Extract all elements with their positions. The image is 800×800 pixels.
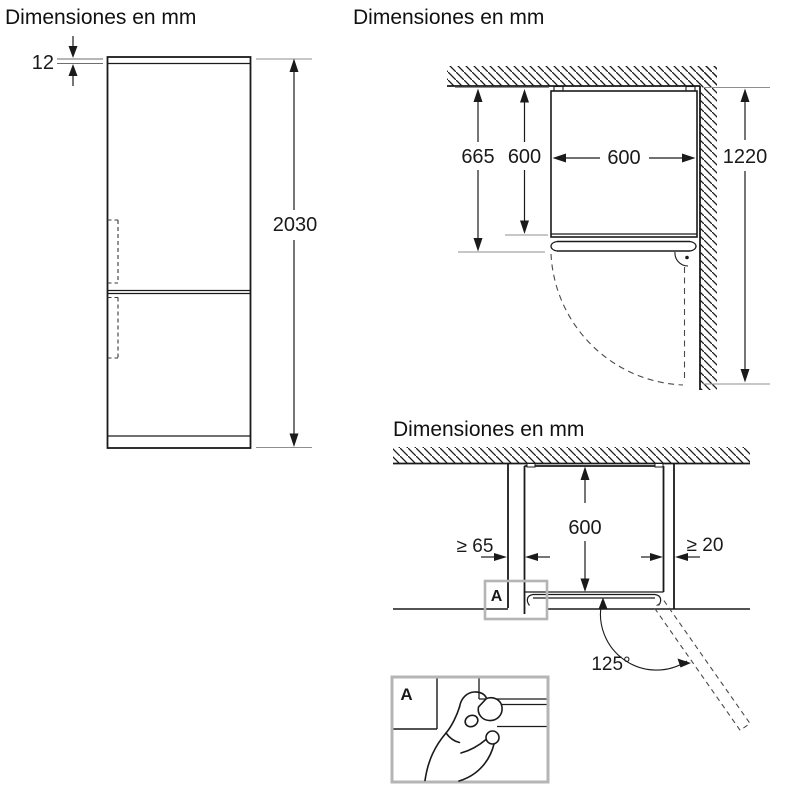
front-view-title: Dimensiones en mm [5,6,197,29]
wall-spacer [654,463,664,468]
left-clearance-label: ≥ 65 [457,536,494,557]
arrow-up-icon [289,58,299,72]
hinge-pivot-dot [685,255,689,260]
door-swing-arc [550,253,686,386]
top-view-diagram: 665 600 600 [447,66,770,390]
right-clearance-dimension: ≥ 20 [641,535,723,561]
arrow-up-icon [473,88,483,102]
right-clearance-label: ≥ 20 [687,535,724,556]
front-height-dimension: 2030 [256,58,318,449]
arrow-up-icon [68,64,78,76]
open-door-dashed [653,599,751,732]
arrow-right-icon [677,658,691,668]
fridge-front-outline [106,56,252,449]
niche-depth-label: 600 [568,517,601,539]
arrow-up-icon [740,88,750,102]
arrow-right-icon [650,553,663,561]
niche-view-title: Dimensiones en mm [393,418,585,441]
door-angle-label: 125° [591,654,630,675]
arrow-left-icon [552,153,566,163]
hinge-pin [485,730,500,745]
arrow-down-icon [520,220,529,234]
depth-with-door-dimension: 665 [461,88,495,252]
rear-wall-hatch [447,66,717,86]
hand-illustration [424,691,503,782]
fridge-top-outline [550,90,698,267]
side-wall-hatch [700,66,717,390]
detail-a-box: A [390,675,550,784]
hinge-cover [477,696,503,722]
depth-with-door-label: 665 [461,146,494,168]
detail-marker-label: A [491,588,503,605]
niche-view-diagram: 600 ≥ 65 ≥ 20 A [393,447,751,732]
arrow-down-icon [289,433,299,447]
arrow-down-icon [580,578,590,592]
side-wall-depth-dimension: 1220 [723,88,768,383]
arrow-up-icon [520,89,529,103]
wall-spacer [526,463,536,468]
width-dimension: 600 [552,147,696,169]
arrow-down-icon [68,46,78,58]
hinge-arc [674,251,689,267]
front-top-thickness-label: 12 [32,52,54,74]
front-top-thickness-dimension: 12 [32,36,103,86]
door-opening-angle: 125° [591,597,751,732]
arrow-left-icon [675,553,688,561]
detail-a-marker-box: A [483,579,549,621]
door-hinge-dashed-marks [107,219,119,359]
arrow-down-icon [740,369,750,383]
front-view-diagram: 12 [32,36,318,449]
arrow-left-icon [525,553,538,561]
arrow-up-icon [598,597,608,609]
detail-box-marker-label: A [400,685,412,704]
depth-body-dimension: 600 [508,89,541,234]
arrow-down-icon [473,238,483,252]
niche-depth-dimension: 600 [568,466,602,592]
niche-wall-hatch [393,447,750,464]
arrow-right-icon [682,153,696,163]
extension-lines [455,86,770,385]
side-wall-depth-label: 1220 [723,146,768,168]
arrow-up-icon [580,466,590,480]
front-height-label: 2030 [273,214,318,236]
left-clearance-dimension: ≥ 65 [457,536,550,561]
arrow-right-icon [494,553,507,561]
fridge-niche-outline [523,463,665,614]
width-label: 600 [607,147,640,169]
depth-body-label: 600 [508,146,541,168]
top-view-title: Dimensiones en mm [353,6,545,29]
